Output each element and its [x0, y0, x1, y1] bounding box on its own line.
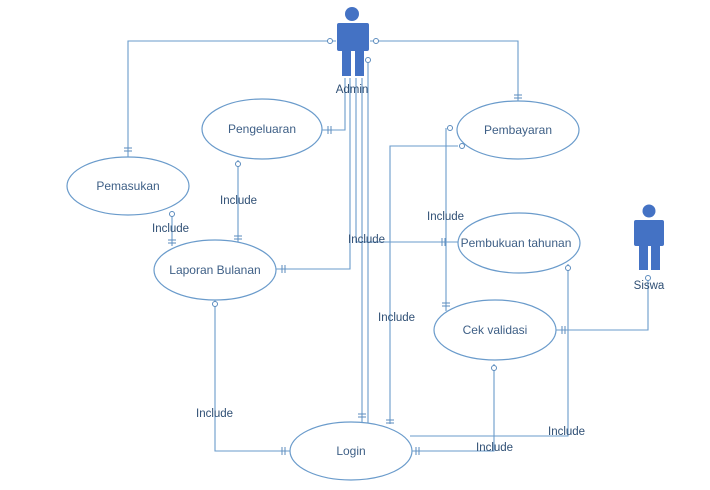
assoc-admin-laporan	[276, 78, 351, 270]
usecase-cek-validasi[interactable]	[433, 299, 557, 361]
usecase-pembukuan-tahunan[interactable]	[457, 212, 581, 274]
optional-markers	[169, 38, 651, 371]
usecase-cek-validasi-label: Cek validasi	[463, 323, 528, 337]
assoc-pembayaran-login	[389, 145, 458, 424]
include-label-login-left: Include	[378, 312, 415, 324]
multiplicity-markers	[124, 94, 566, 455]
include-label-admin-login: Include	[348, 234, 385, 246]
usecase-pembukuan-tahunan-label: Pembukuan tahunan	[461, 236, 572, 250]
include-cek-login	[412, 364, 495, 452]
include-label-pembukuan-login: Include	[548, 426, 585, 438]
actor-siswa-label: Siswa	[634, 280, 665, 292]
usecase-pembayaran-label: Pembayaran	[484, 123, 552, 137]
include-label-laporan-login: Include	[196, 408, 233, 420]
usecase-pengeluaran[interactable]	[201, 98, 323, 160]
include-laporan-login	[214, 300, 290, 452]
usecase-laporan-bulanan[interactable]	[153, 239, 277, 301]
usecase-laporan-bulanan-label: Laporan Bulanan	[169, 263, 260, 277]
include-label-pembayaran-cek: Include	[427, 211, 464, 223]
include-pembukuan-login	[410, 264, 569, 437]
assoc-admin-pembukuan	[355, 78, 458, 243]
usecase-login[interactable]	[289, 421, 413, 481]
usecase-pengeluaran-label: Pengeluaran	[228, 122, 296, 136]
actor-admin-label: Admin	[336, 84, 369, 96]
include-label-pengeluaran-laporan: Include	[220, 195, 257, 207]
include-label-cek-login: Include	[476, 442, 513, 454]
actor-siswa-icon[interactable]	[634, 204, 664, 271]
usecase-pemasukan[interactable]	[66, 156, 190, 216]
actor-admin-icon[interactable]	[337, 7, 369, 76]
assoc-admin-pembayaran	[370, 40, 519, 104]
assoc-admin-pengeluaran	[322, 78, 346, 131]
usecase-login-label: Login	[336, 444, 365, 458]
include-label-pemasukan-laporan: Include	[152, 223, 189, 235]
assoc-siswa-cek	[556, 276, 649, 331]
usecase-pemasukan-label: Pemasukan	[96, 179, 159, 193]
assoc-admin-pemasukan	[127, 40, 336, 164]
usecase-pembayaran[interactable]	[456, 100, 580, 160]
